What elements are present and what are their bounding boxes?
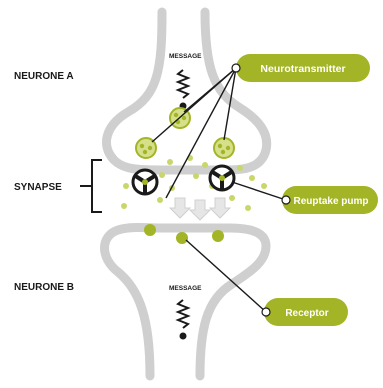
neurone-b-membrane bbox=[105, 228, 267, 377]
reuptake-pump-callout: Reuptake pump bbox=[282, 186, 378, 214]
receptor-callout: Receptor bbox=[262, 298, 348, 326]
message-a-arrow bbox=[178, 70, 188, 98]
receptor-pointer bbox=[186, 240, 266, 312]
release-arrows bbox=[170, 198, 230, 220]
neurone-a-label: NEURONE A bbox=[14, 71, 74, 82]
reuptake-pump-pointer bbox=[232, 182, 286, 200]
neurotransmitter-callout: Neurotransmitter bbox=[232, 54, 370, 82]
reuptake-pump-left bbox=[133, 170, 157, 194]
receptor-callout-text: Receptor bbox=[285, 308, 328, 319]
synapse-label: SYNAPSE bbox=[14, 182, 62, 193]
reuptake-pump-callout-text: Reuptake pump bbox=[293, 196, 368, 207]
message-b-label: MESSAGE bbox=[169, 285, 202, 292]
neurone-a-membrane bbox=[106, 12, 266, 170]
neurone-b-label: NEURONE B bbox=[14, 282, 74, 293]
vesicle-right bbox=[214, 138, 234, 158]
neurotransmitter-callout-text: Neurotransmitter bbox=[260, 63, 345, 75]
message-a-label: MESSAGE bbox=[169, 53, 202, 60]
message-b-arrow bbox=[178, 300, 188, 328]
reuptake-pump-right bbox=[210, 166, 234, 190]
message-b-dot bbox=[180, 333, 187, 340]
synapse-bracket bbox=[80, 160, 102, 212]
